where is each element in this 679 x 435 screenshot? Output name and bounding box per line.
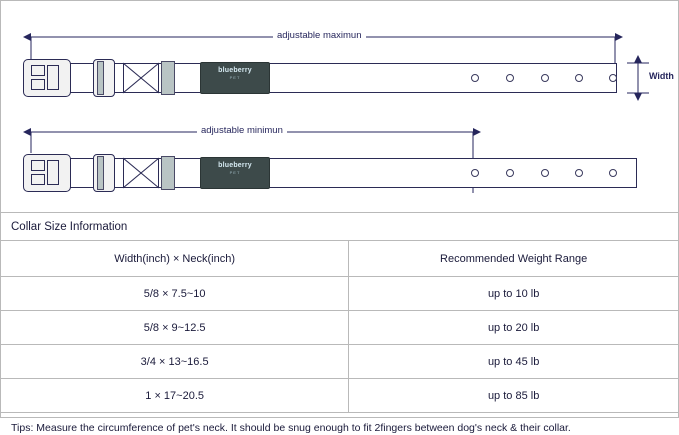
collar-cross-bottom <box>123 158 159 188</box>
collar-strap-top <box>31 63 617 93</box>
collar-slider-bar-top <box>97 61 104 95</box>
tips-text: Tips: Measure the circumference of pet's… <box>11 422 571 434</box>
column-header-weight: Recommended Weight Range <box>348 241 678 277</box>
brand-sub-bottom: PET <box>229 170 241 175</box>
section-title: Collar Size Information <box>1 213 678 241</box>
table-row: 5/8 × 9~12.5 up to 20 lb <box>1 310 678 345</box>
collar-diagram: adjustable maximun adjustable minimun Wi… <box>1 1 678 213</box>
collar-hole <box>541 74 549 82</box>
label-adjustable-minimum: adjustable minimun <box>197 125 287 136</box>
label-adjustable-maximum: adjustable maximun <box>273 30 366 41</box>
table-header-row: Width(inch) × Neck(inch) Recommended Wei… <box>1 241 678 277</box>
cell-weight: up to 45 lb <box>348 344 678 379</box>
brand-name-bottom: blueberry <box>218 162 252 169</box>
table-row: 1 × 17~20.5 up to 85 lb <box>1 378 678 413</box>
collar-size-information: Collar Size Information Width(inch) × Ne… <box>1 213 678 435</box>
collar-hole <box>471 169 479 177</box>
collar-hole <box>575 169 583 177</box>
cell-weight: up to 20 lb <box>348 310 678 345</box>
collar-hole <box>471 74 479 82</box>
collar-end-detail-c-top <box>47 65 59 90</box>
cell-size: 5/8 × 7.5~10 <box>1 276 350 311</box>
collar-hole <box>541 169 549 177</box>
collar-slider-bar-bottom <box>97 156 104 190</box>
collar-keeper-top <box>161 61 175 95</box>
collar-hole <box>609 74 617 82</box>
cell-weight: up to 10 lb <box>348 276 678 311</box>
table-row: 3/4 × 13~16.5 up to 45 lb <box>1 344 678 379</box>
collar-hole <box>506 169 514 177</box>
collar-end-detail-c-bottom <box>47 160 59 185</box>
collar-end-detail-a-top <box>31 65 45 76</box>
cell-size: 3/4 × 13~16.5 <box>1 344 350 379</box>
collar-hole <box>609 169 617 177</box>
table-row: 5/8 × 7.5~10 up to 10 lb <box>1 276 678 311</box>
cell-weight: up to 85 lb <box>348 378 678 413</box>
collar-end-detail-b-bottom <box>31 174 45 185</box>
collar-cross-top <box>123 63 159 93</box>
collar-end-detail-b-top <box>31 79 45 90</box>
brand-sub-top: PET <box>229 75 241 80</box>
size-table: Width(inch) × Neck(inch) Recommended Wei… <box>1 241 678 413</box>
cell-size: 1 × 17~20.5 <box>1 378 350 413</box>
brand-tag-top: blueberry PET <box>200 62 270 94</box>
collar-hole <box>506 74 514 82</box>
label-width: Width <box>649 71 674 81</box>
collar-keeper-bottom <box>161 156 175 190</box>
column-header-size: Width(inch) × Neck(inch) <box>1 241 350 277</box>
collar-end-detail-a-bottom <box>31 160 45 171</box>
cell-size: 5/8 × 9~12.5 <box>1 310 350 345</box>
collar-hole <box>575 74 583 82</box>
brand-name-top: blueberry <box>218 67 252 74</box>
brand-tag-bottom: blueberry PET <box>200 157 270 189</box>
